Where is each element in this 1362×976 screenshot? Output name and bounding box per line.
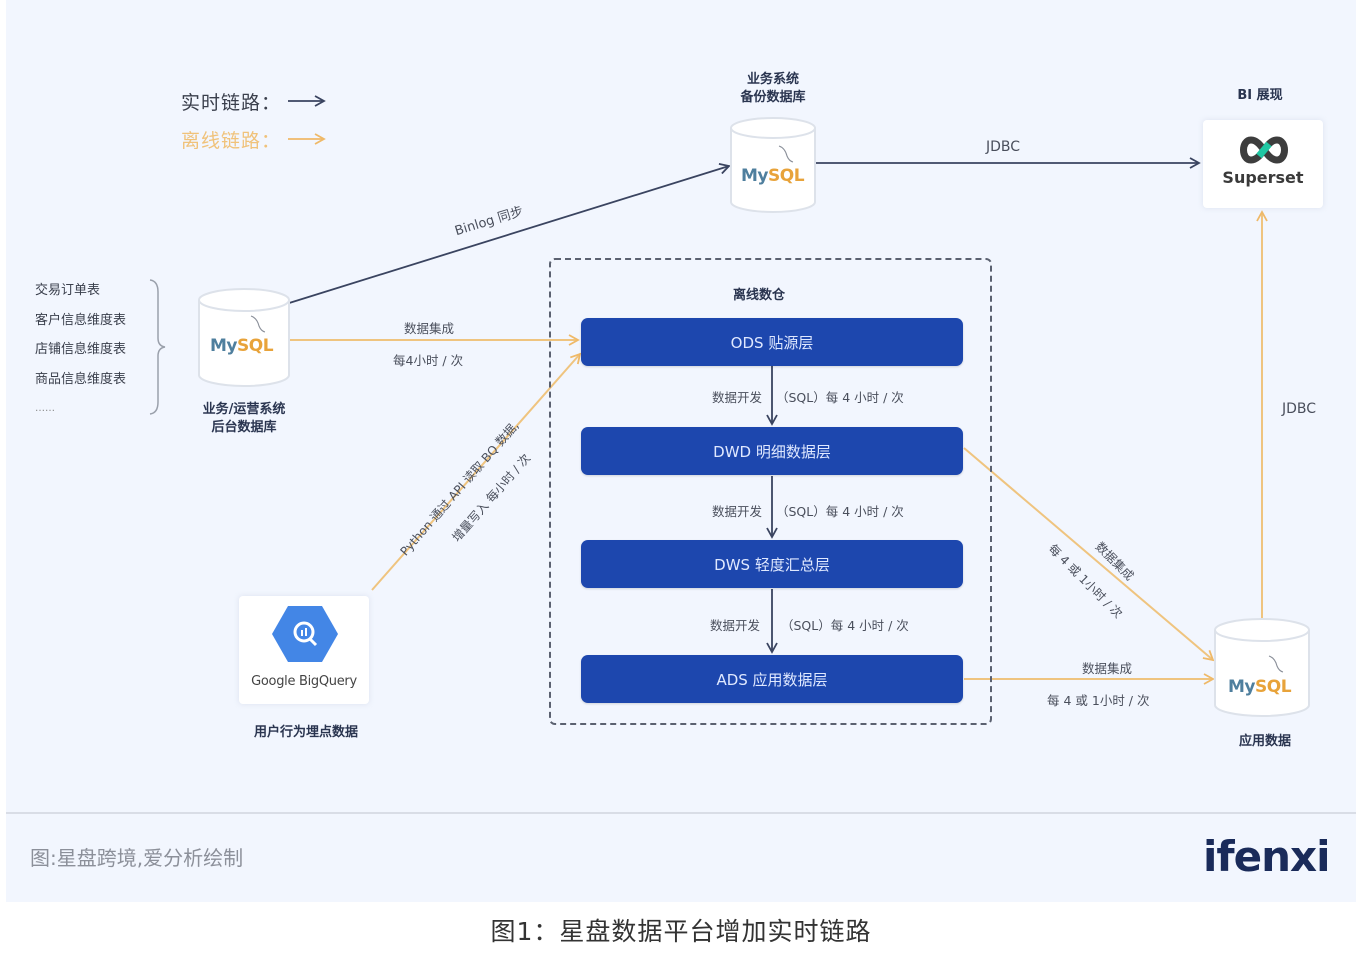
source-db-cylinder: [198, 288, 290, 387]
backup-db-title-line1: 业务系统: [746, 72, 799, 87]
mysql-logo-sql: SQL: [237, 336, 274, 356]
app-db-title: 应用数据: [1238, 734, 1291, 749]
layer-ads[interactable]: ADS 应用数据层: [581, 655, 963, 703]
mysql-logo-sql: SQL: [768, 166, 805, 186]
offline-warehouse-group: [549, 258, 992, 725]
transition-label-left: 数据开发: [712, 504, 763, 519]
superset-card[interactable]: Superset: [1203, 120, 1323, 208]
tables-brace: [149, 279, 166, 415]
edge-label-integration-bottom: 每4小时 / 次: [393, 353, 464, 368]
source-table-item: 店铺信息维度表: [35, 342, 127, 357]
transition-label-left: 数据开发: [712, 390, 763, 405]
connector-layer: [149, 95, 1310, 717]
mysql-logo: MySQL: [741, 166, 805, 186]
superset-logo-text: Superset: [1222, 168, 1304, 187]
app-db-cylinder: [1214, 618, 1310, 717]
bigquery-hexagon-icon: [272, 606, 338, 662]
transition-label-right: （SQL）每 4 小时 / 次: [776, 504, 904, 519]
source-table-item: 商品信息维度表: [35, 371, 127, 387]
bi-title: BI 展现: [1237, 88, 1283, 103]
edge-label-jdbc-right: JDBC: [1282, 401, 1317, 417]
edge-label-jdbc-top: JDBC: [986, 139, 1021, 155]
mysql-dolphin-icon: [778, 145, 794, 163]
transition-label-right: （SQL）每 4 小时 / 次: [781, 618, 909, 633]
edge-label-integration-top: 数据集成: [404, 321, 455, 336]
backup-db-cylinder: [730, 117, 816, 213]
source-table-item: ……: [35, 403, 55, 414]
transition-label-right: （SQL）每 4 小时 / 次: [776, 390, 904, 405]
superset-infinity-icon: [1240, 136, 1288, 164]
mysql-logo: MySQL: [1228, 677, 1292, 697]
mysql-logo-my: My: [741, 166, 769, 186]
transition-label-left: 数据开发: [710, 618, 761, 633]
backup-db-title: 业务系统 备份数据库: [720, 71, 826, 107]
edge-binlog: [285, 163, 731, 305]
layer-dws[interactable]: DWS 轻度汇总层: [581, 540, 963, 588]
figure-caption: 图1：星盘数据平台增加实时链路: [490, 917, 872, 946]
ifenxi-logo: ifenxi: [1203, 832, 1331, 881]
edge-dwd-app: [963, 447, 1215, 662]
mysql-dolphin-icon: [1268, 655, 1284, 673]
bigquery-title: 用户行为埋点数据: [253, 725, 358, 740]
mysql-logo-sql: SQL: [1255, 677, 1292, 697]
mysql-dolphin-icon: [250, 315, 266, 333]
bigquery-logo-text: Google BigQuery: [251, 674, 357, 689]
footer-source: 图:星盘跨境,爱分析绘制: [30, 846, 244, 870]
bigquery-card[interactable]: Google BigQuery: [239, 596, 369, 704]
mysql-logo: MySQL: [210, 336, 274, 356]
legend-realtime: 实时链路：: [181, 92, 282, 114]
source-table-item: 交易订单表: [35, 283, 101, 298]
source-table-item: 客户信息维度表: [35, 312, 127, 328]
warehouse-title: 离线数仓: [733, 288, 786, 303]
edge-label-ads-app-bottom: 每 4 或 1小时 / 次: [1047, 693, 1150, 708]
footer-divider: [6, 812, 1356, 814]
legend-offline: 离线链路：: [181, 130, 282, 152]
source-table-list: 交易订单表 客户信息维度表 店铺信息维度表 商品信息维度表 ……: [35, 276, 126, 424]
source-db-title: 业务/运营系统 后台数据库: [184, 401, 304, 437]
edge-bigquery-ods: [371, 352, 582, 591]
source-db-title-line1: 业务/运营系统: [202, 402, 286, 417]
mysql-logo-my: My: [210, 336, 238, 356]
layer-ods[interactable]: ODS 贴源层: [581, 318, 963, 366]
source-db-title-line2: 后台数据库: [211, 420, 277, 435]
mysql-logo-my: My: [1228, 677, 1256, 697]
layer-dwd[interactable]: DWD 明细数据层: [581, 427, 963, 475]
edge-label-ads-app-top: 数据集成: [1082, 661, 1133, 676]
backup-db-title-line2: 备份数据库: [740, 90, 806, 105]
